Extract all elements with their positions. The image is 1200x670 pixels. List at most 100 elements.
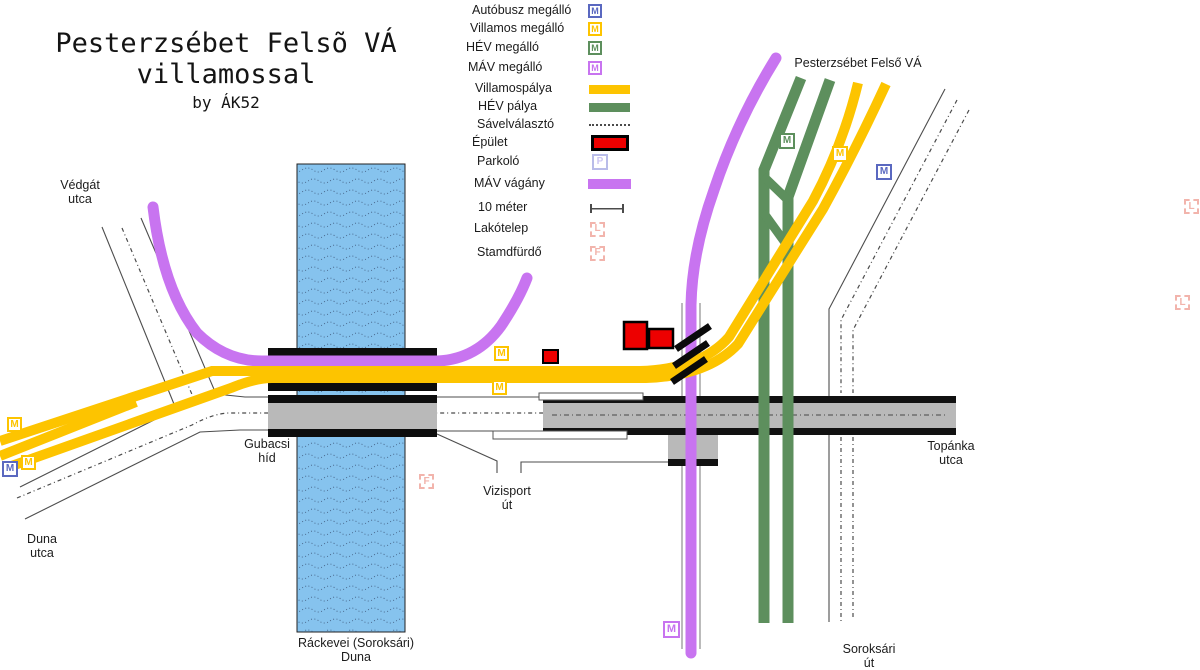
stop-letter: F	[594, 247, 601, 258]
mav-tracks	[147, 52, 782, 659]
title-line2: villamossal	[136, 59, 316, 91]
legend-label: HÉV megálló	[466, 40, 539, 54]
stop-letter: M	[24, 456, 33, 468]
building-legend-icon	[591, 135, 629, 151]
legend-label: Stamdfürdő	[477, 245, 542, 259]
legend-label: MÁV megálló	[468, 60, 543, 74]
duna-south-edge	[24, 429, 268, 520]
tram-line-legend-icon	[589, 84, 630, 94]
stop-letter: M	[591, 23, 599, 34]
strand-stop-icon: F	[419, 474, 434, 489]
stop-letter: M	[782, 135, 792, 146]
mav-legend-icon: M	[588, 61, 602, 75]
label-line: út	[501, 498, 513, 512]
lako-legend-icon: L	[590, 221, 605, 237]
lako-stop-icon: L	[1175, 295, 1190, 310]
vizisport-west-edge	[436, 433, 498, 473]
label-line: Gubacsi	[244, 437, 290, 451]
bridge-bar	[268, 383, 437, 391]
legend-label: Épület	[472, 135, 508, 149]
label-line: út	[863, 656, 875, 670]
lane-separators	[16, 99, 970, 622]
hev-stop-icon: M	[779, 133, 795, 149]
soroksari-west-edge	[828, 88, 946, 622]
legend-label: Lakótelep	[474, 221, 529, 235]
gubacsi-bridge	[268, 348, 437, 437]
vizisport-east-edge	[520, 461, 668, 473]
lako-stop-icon: L	[1184, 199, 1199, 214]
soroksari-centerline-2	[852, 109, 970, 619]
legend-label: Sávelválasztó	[477, 117, 555, 131]
title-line1: Pesterzsébet Felsõ VÁ	[55, 28, 397, 59]
bus-stop-icon: M	[876, 164, 892, 180]
stop-letter: M	[666, 623, 677, 635]
stop-letter: M	[497, 347, 506, 359]
road-topanka	[543, 396, 956, 466]
title-byline: by ÁK52	[192, 92, 260, 112]
level-crossing-bars	[670, 323, 712, 385]
tram-stop-icon: M	[832, 146, 848, 162]
tram-tracks	[0, 81, 891, 473]
vedgat-centerline	[121, 227, 197, 405]
mav-stop-icon: M	[663, 621, 680, 638]
bridge-bar	[268, 395, 437, 403]
label-line: utca	[68, 192, 92, 206]
label-line: utca	[939, 453, 963, 467]
mav-track-west	[147, 201, 533, 367]
label-line: Soroksári	[842, 642, 896, 656]
bridge-deck	[268, 403, 437, 429]
legend-label: MÁV vágány	[474, 176, 545, 190]
legend-label: HÉV pálya	[478, 99, 538, 113]
hev-line-legend-icon	[589, 102, 630, 112]
map-title: Pesterzsébet Felsõ VÁ villamossal by ÁK5…	[45, 28, 407, 112]
tram-track-merge	[0, 397, 138, 461]
tram-track-b	[4, 81, 891, 473]
building	[647, 327, 675, 350]
label-line: Ráckevei (Soroksári)	[297, 636, 415, 650]
stop-letter: M	[591, 42, 599, 53]
stop-letter: M	[591, 5, 599, 16]
building	[542, 349, 559, 364]
lane-separator-legend-icon	[589, 124, 630, 126]
stop-letter: L	[1188, 200, 1195, 212]
tram-stop-icon: M	[494, 346, 509, 361]
label-line: utca	[30, 546, 54, 560]
stop-letter: F	[423, 475, 430, 487]
legend-label: Autóbusz megálló	[472, 3, 572, 17]
label-line: Duna	[27, 532, 57, 546]
bus-legend-icon: M	[588, 4, 602, 18]
parking-legend-icon: P	[592, 154, 608, 170]
stop-letter: M	[835, 148, 845, 159]
strand-legend-icon: F	[590, 245, 605, 261]
legend-label: 10 méter	[478, 200, 528, 214]
label-line: Vizisport	[483, 484, 531, 498]
stop-letter: M	[591, 62, 599, 73]
tram-stop-icon: M	[492, 380, 507, 395]
stop-letter: L	[1179, 296, 1186, 308]
stop-letter: M	[879, 166, 889, 177]
hev-track-a	[758, 75, 807, 623]
tram-stop-icon: M	[21, 455, 36, 470]
tram-stop-icon: M	[7, 417, 22, 432]
tram-track-a	[0, 81, 863, 446]
map-label-rackevei-duna: Ráckevei (Soroksári)Duna	[298, 636, 414, 664]
mav-line-legend-icon	[588, 179, 631, 189]
vedgat-west-edge	[101, 226, 177, 410]
bus-stop-icon: M	[2, 461, 18, 477]
tram-platform-south	[492, 430, 628, 440]
stop-letter: P	[596, 156, 604, 167]
buildings	[542, 320, 675, 364]
soroksari-centerline-1	[840, 99, 958, 622]
label-line: híd	[258, 451, 276, 465]
building	[622, 320, 649, 351]
bridge-bar	[268, 348, 437, 356]
legend-label: Parkoló	[477, 154, 520, 168]
